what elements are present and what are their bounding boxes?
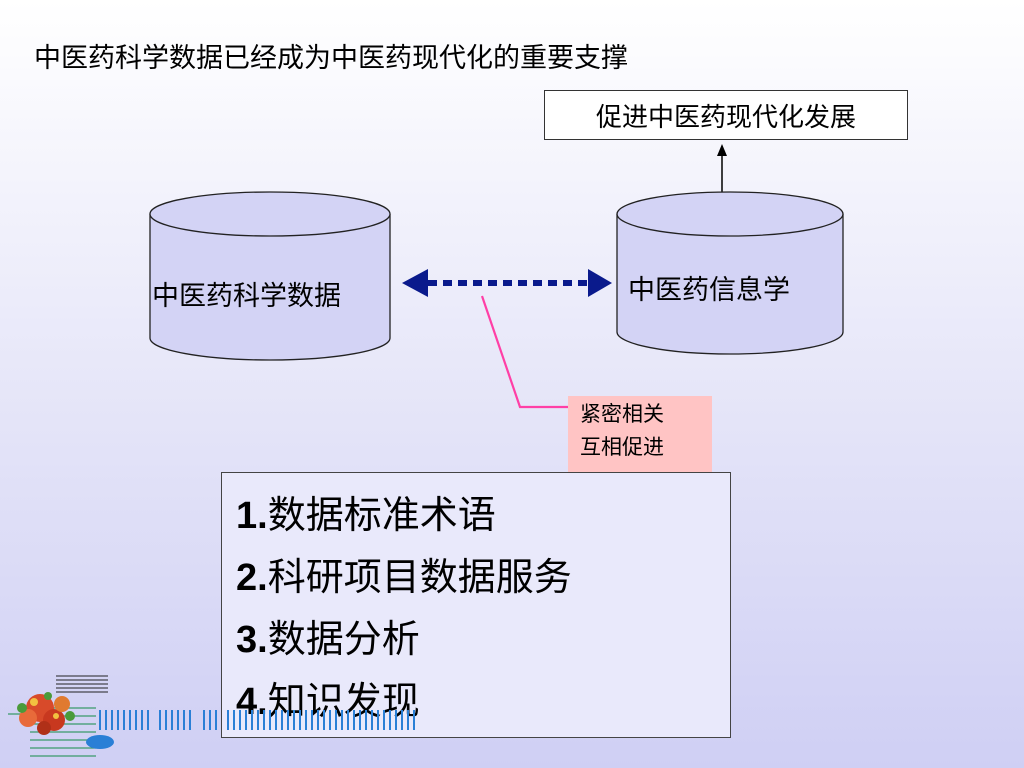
list-item-text: 数据标准术语 xyxy=(267,493,496,537)
upward-arrow-head xyxy=(717,144,727,156)
goal-box: 促进中医药现代化发展 xyxy=(544,90,908,140)
relation-line-2: 互相促进 xyxy=(580,435,664,459)
cylinder-left-top xyxy=(149,191,391,237)
callout-connector xyxy=(480,295,568,409)
relation-callout: 紧密相关 互相促进 xyxy=(568,396,712,472)
double-arrow xyxy=(402,269,612,297)
vertical-ticks-icon xyxy=(99,710,415,730)
goal-box-label: 促进中医药现代化发展 xyxy=(595,102,856,133)
cylinder-left-label: 中医药科学数据 xyxy=(152,281,341,312)
list-item-text: 科研项目数据服务 xyxy=(267,555,572,599)
cylinder-right-top xyxy=(616,191,844,237)
cylinder-left-body xyxy=(149,214,391,361)
stripe-block-icon xyxy=(56,675,108,693)
slide-title: 中医药科学数据已经成为中医药现代化的重要支撑 xyxy=(34,43,628,74)
cylinder-right-body xyxy=(616,214,844,355)
cylinder-left xyxy=(149,191,391,361)
relation-line-1: 紧密相关 xyxy=(580,402,664,426)
double-arrow-right-head xyxy=(588,269,612,297)
list-item-number: 2. xyxy=(236,557,268,599)
list-item-number: 1. xyxy=(236,495,268,537)
list-item-2: 2.科研项目数据服务 xyxy=(236,547,730,609)
list-item-3: 3.数据分析 xyxy=(236,609,730,671)
list-item-1: 1.数据标准术语 xyxy=(236,485,730,547)
flower-cluster-icon xyxy=(17,692,75,735)
corner-decoration xyxy=(8,675,415,757)
task-list: 1.数据标准术语 2.科研项目数据服务 3.数据分析 4.知识发现 xyxy=(221,472,731,738)
cylinder-right-label: 中医药信息学 xyxy=(628,275,790,306)
double-arrow-left-head xyxy=(402,269,428,297)
list-item-text: 数据分析 xyxy=(267,617,420,661)
cylinder-right xyxy=(616,191,844,355)
blue-disc-icon xyxy=(86,735,114,749)
list-item-number: 3. xyxy=(236,619,268,661)
